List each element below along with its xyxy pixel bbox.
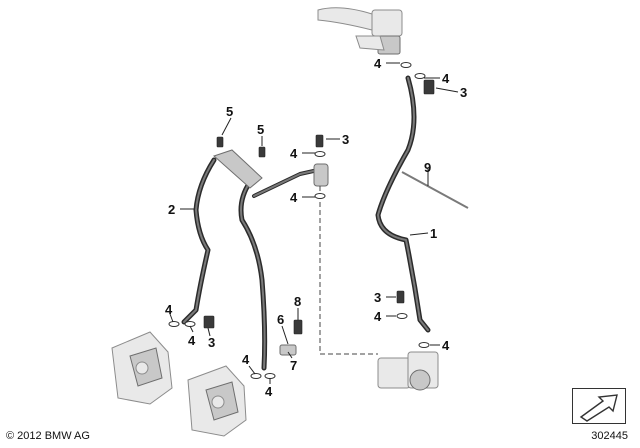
callout-4: 4 <box>442 71 450 86</box>
abs-unit <box>377 351 439 391</box>
callout-5: 5 <box>226 104 233 119</box>
callout-7: 7 <box>290 358 297 373</box>
copyright-text: © 2012 BMW AG <box>6 430 90 442</box>
callout-1: 1 <box>430 226 437 241</box>
callout-4: 4 <box>290 190 298 205</box>
callout-4: 4 <box>242 352 250 367</box>
master-cylinder <box>317 7 403 55</box>
callout-4: 4 <box>374 309 382 324</box>
callout-9: 9 <box>424 160 431 175</box>
brake-hose-2 <box>181 157 217 325</box>
callout-3: 3 <box>208 335 215 350</box>
navigation-box[interactable] <box>572 388 626 424</box>
callout-4: 4 <box>165 302 173 317</box>
brake-hose-middle <box>238 179 268 371</box>
brake-distributor-line <box>213 149 329 198</box>
callout-2: 2 <box>168 202 175 217</box>
callout-4: 4 <box>265 384 273 399</box>
callout-4: 4 <box>188 333 196 348</box>
callout-3: 3 <box>342 132 349 147</box>
callout-5: 5 <box>257 122 264 137</box>
brake-caliper-left <box>111 331 173 405</box>
brake-hose-1 <box>375 75 431 333</box>
leader-lines <box>169 62 459 384</box>
callout-3: 3 <box>374 290 381 305</box>
callout-3: 3 <box>460 85 467 100</box>
drawing-number: 302445 <box>591 430 628 442</box>
callout-4: 4 <box>290 146 298 161</box>
callout-4: 4 <box>442 338 450 353</box>
brake-caliper-right <box>187 365 247 437</box>
callout-labels: 1 2 3 3 3 3 4 4 4 4 4 4 4 4 4 4 5 5 6 7 … <box>165 56 467 399</box>
connection-dash-line <box>319 186 378 355</box>
callout-4: 4 <box>374 56 382 71</box>
fastener-parts <box>168 62 435 379</box>
callout-6: 6 <box>277 312 284 327</box>
diagonal-arrow-icon <box>579 394 618 422</box>
cable-9 <box>401 171 469 209</box>
callout-8: 8 <box>294 294 301 309</box>
